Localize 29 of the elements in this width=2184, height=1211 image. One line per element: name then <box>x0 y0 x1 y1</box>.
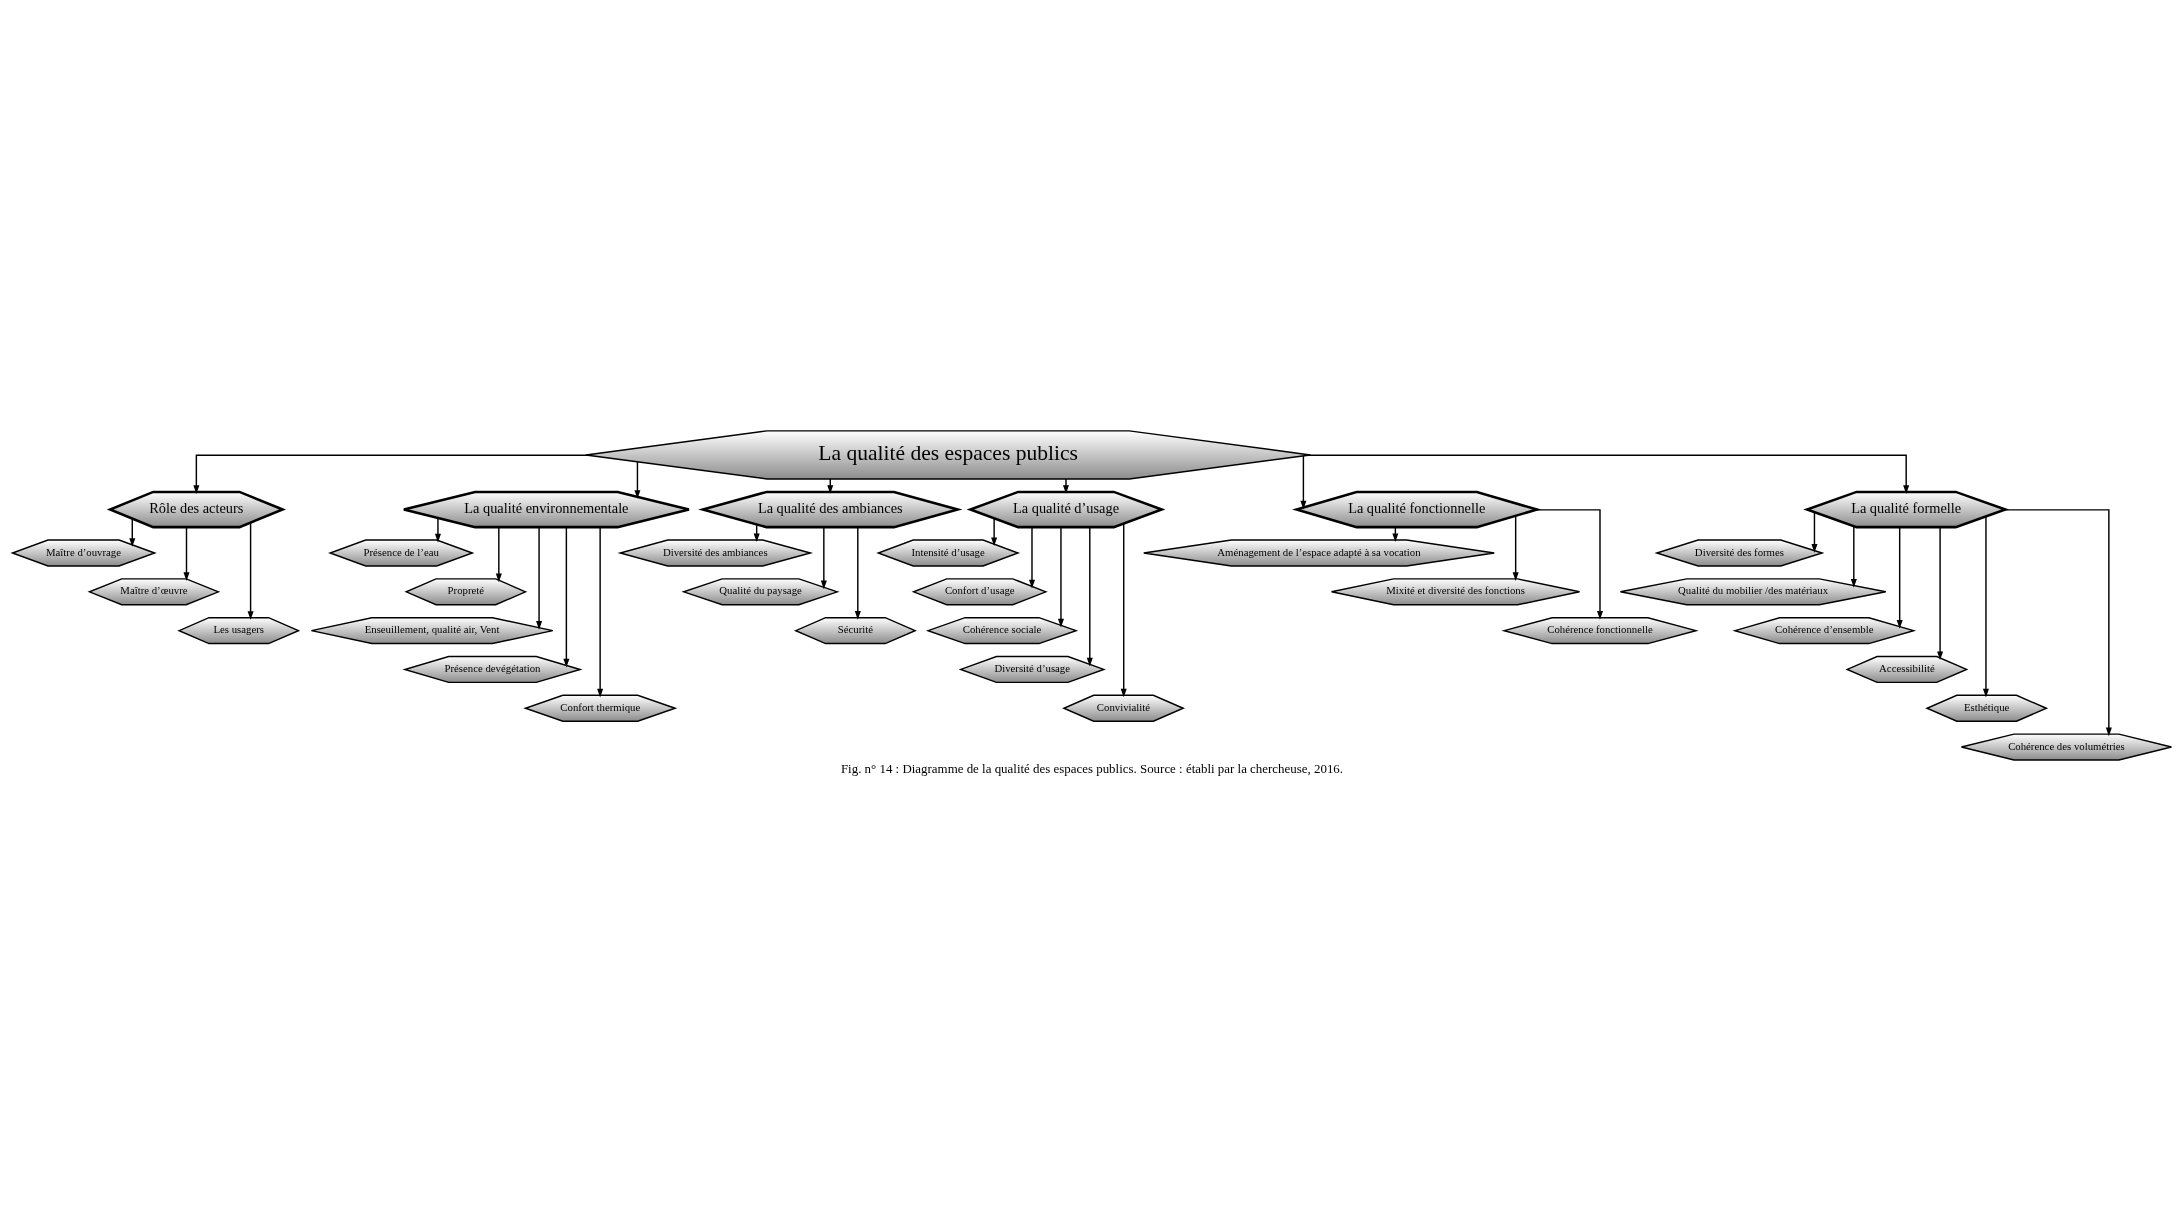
arrow <box>1307 454 1910 494</box>
arrow <box>1850 525 1857 588</box>
arrow <box>563 526 570 668</box>
arrow <box>1057 526 1064 628</box>
arrow <box>1535 509 1604 620</box>
arrow <box>1300 455 1307 510</box>
arrow <box>183 526 190 581</box>
arrow <box>495 526 502 583</box>
arrow <box>991 517 998 547</box>
arrow <box>1937 526 1944 661</box>
arrow <box>854 526 861 620</box>
arrow <box>2003 509 2112 737</box>
arrow <box>1120 523 1127 698</box>
arrow <box>193 454 589 494</box>
arrow <box>1811 511 1818 553</box>
arrow <box>1896 526 1903 629</box>
arrow <box>597 526 604 698</box>
caption: Fig. n° 14 : Diagramme de la qualité des espaces publics. Source : établi par la chercheuse, 2016. <box>840 761 1344 777</box>
arrow <box>434 517 441 543</box>
arrow <box>247 522 254 620</box>
arrow <box>536 526 543 630</box>
arrow <box>820 526 827 590</box>
arrow <box>1062 478 1070 494</box>
arrow <box>129 518 136 547</box>
arrow <box>1512 515 1519 581</box>
arrow <box>634 461 641 499</box>
arrow <box>1982 515 1989 698</box>
arrow <box>1086 526 1093 667</box>
arrow <box>1028 526 1035 589</box>
